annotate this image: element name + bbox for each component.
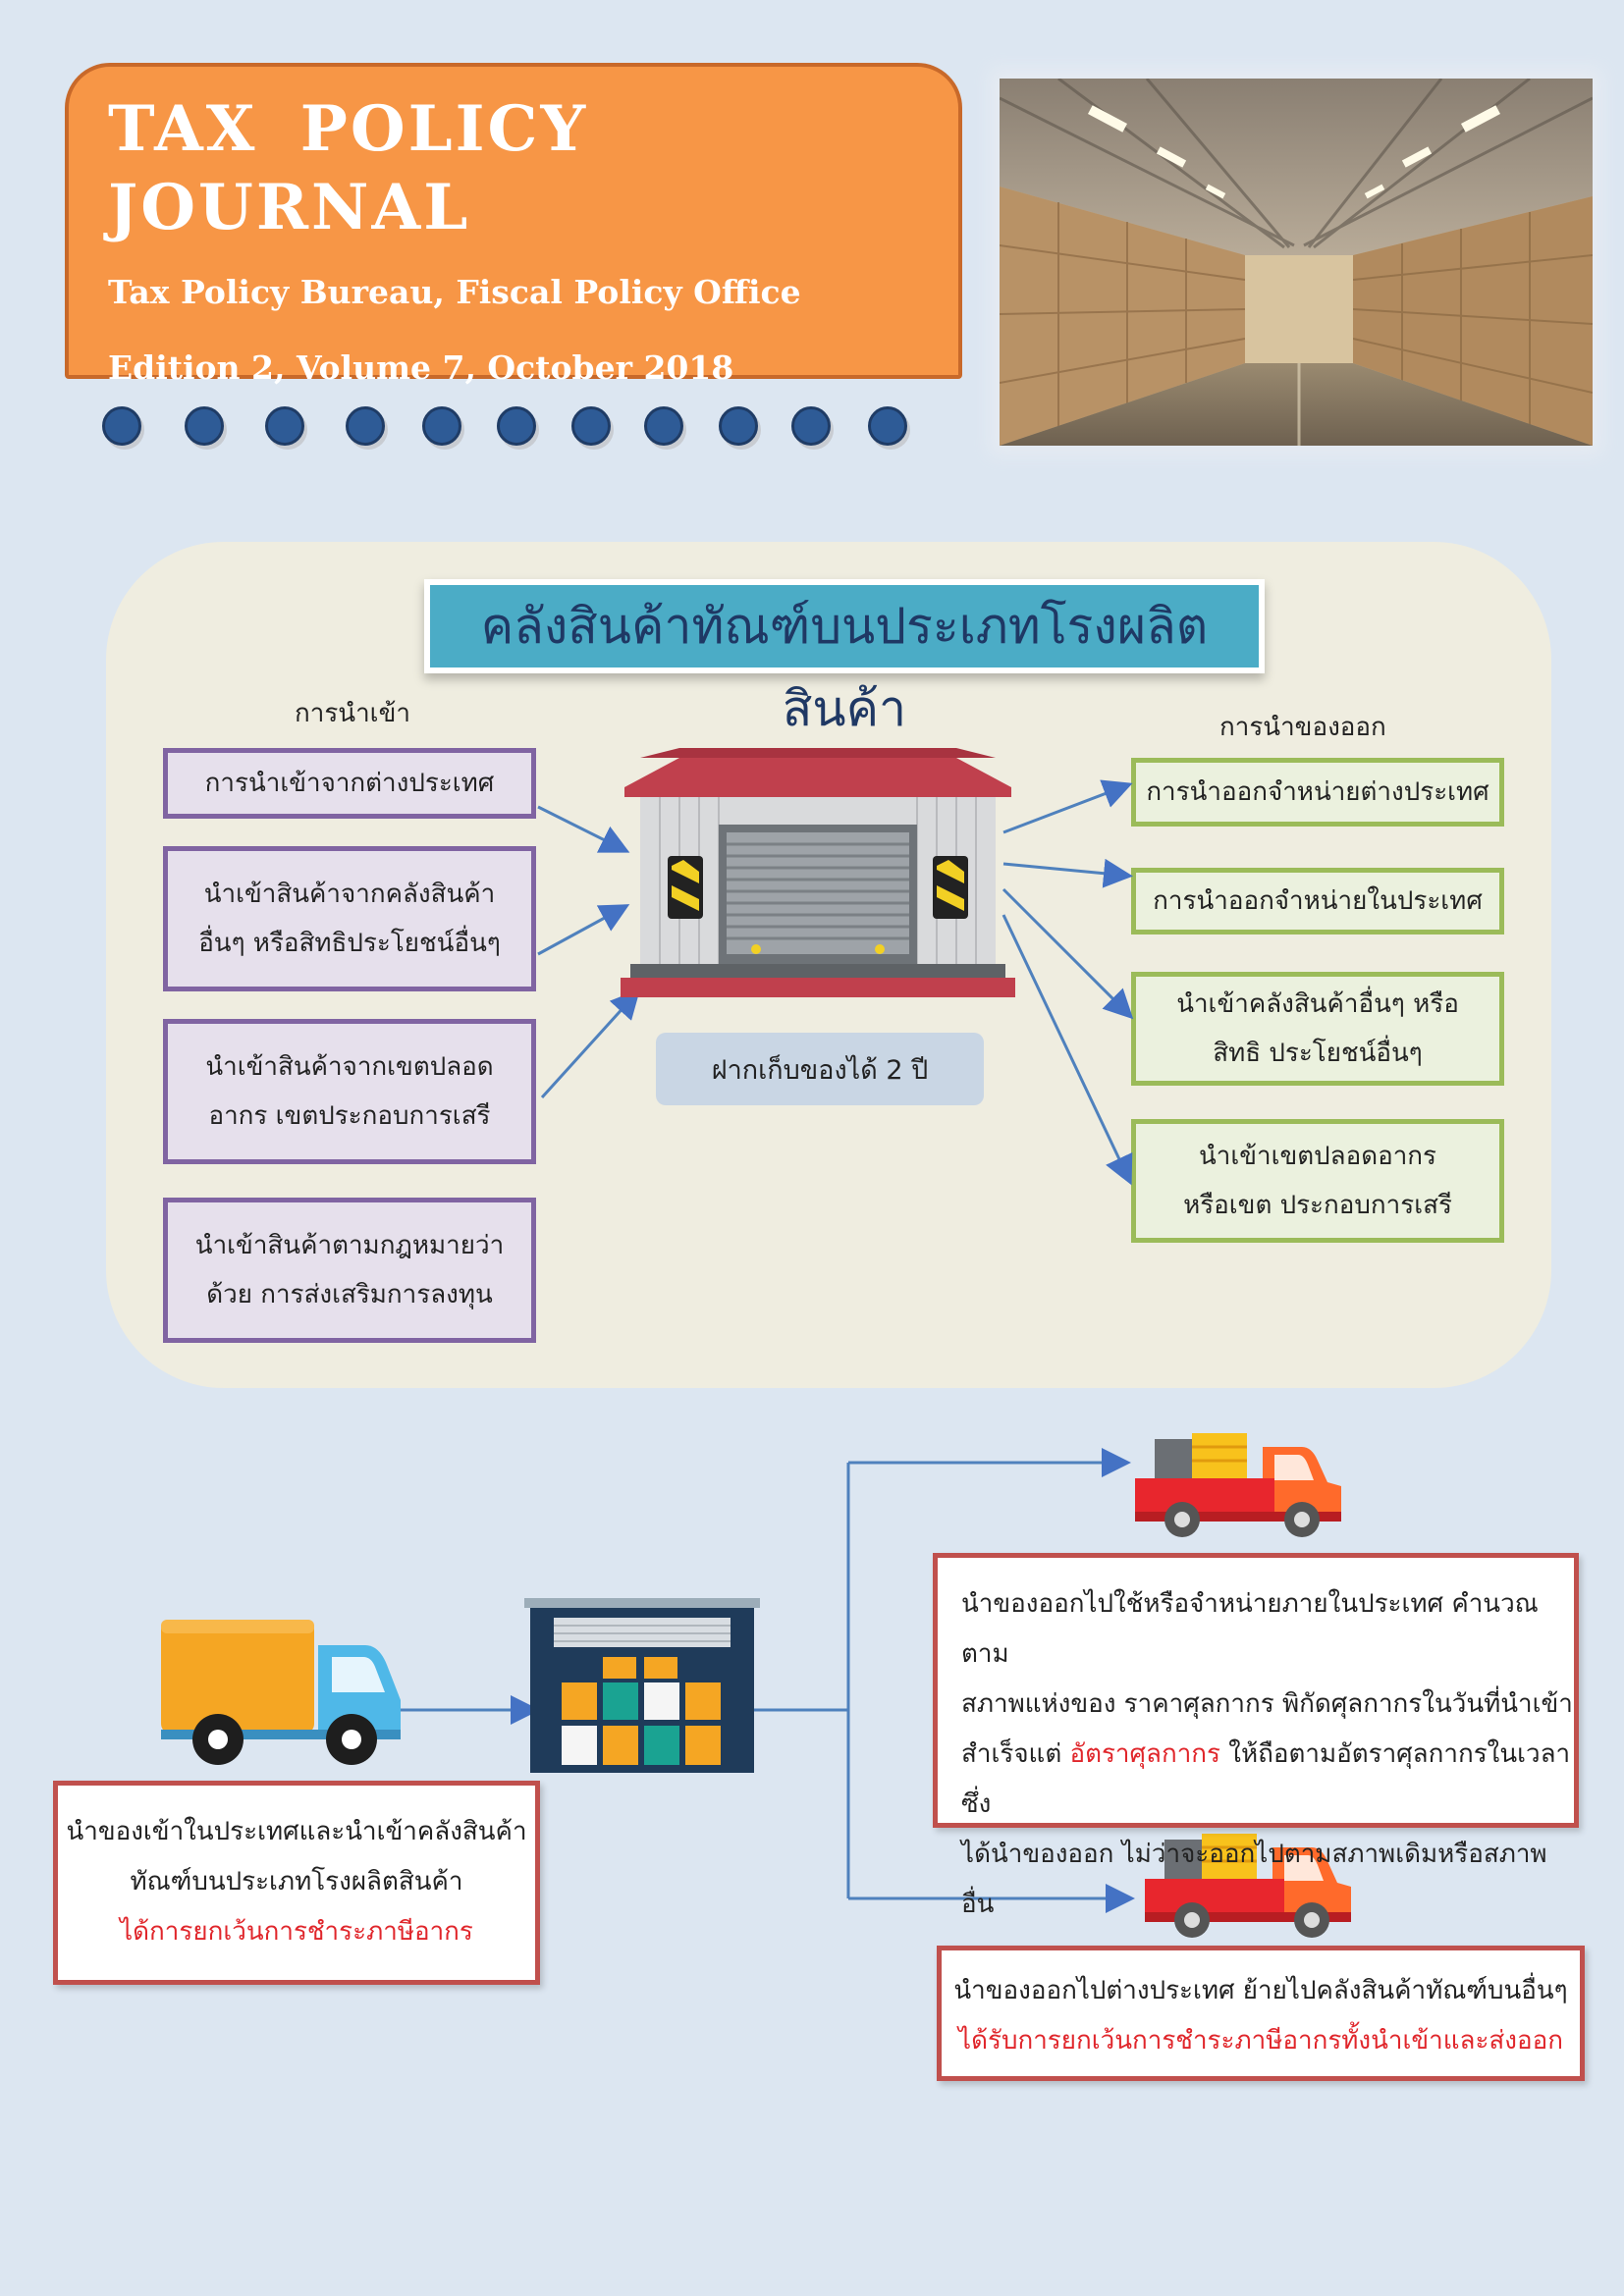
arrow-icon: [540, 988, 641, 1099]
foreign-box-line: นำของออกไปต่างประเทศ ย้ายไปคลังสินค้าทัณ…: [953, 1976, 1568, 2005]
export-heading: การนำของออก: [1219, 713, 1386, 742]
journal-title: TAX POLICY JOURNAL: [108, 92, 589, 244]
storage-period-label: ฝากเก็บของได้ 2 ปี: [656, 1033, 984, 1105]
arrow-icon: [537, 904, 630, 956]
journal-subtitle: Tax Policy Bureau, Fiscal Policy Office: [108, 273, 801, 311]
import-item-label: นำเข้าสินค้าจากคลังสินค้าอื่นๆ หรือสิทธิ…: [198, 880, 501, 958]
dot-icon: [719, 406, 758, 446]
delivery-truck-icon: [161, 1620, 401, 1765]
panel-arrows: [537, 779, 1134, 1186]
import-item-label: นำเข้าสินค้าจากเขตปลอดอากร เขตประกอบการเ…: [205, 1052, 494, 1131]
dot-icon: [265, 406, 304, 446]
export-item-label: นำเข้าเขตปลอดอากร หรือเขต ประกอบการเสรี: [1183, 1142, 1452, 1220]
arrow-icon: [537, 805, 630, 853]
pickup-truck-icon: [1135, 1433, 1341, 1537]
arrow-icon: [1001, 914, 1133, 1186]
journal-edition: Edition 2, Volume 7, October 2018: [108, 348, 734, 387]
dot-icon: [868, 406, 907, 446]
import-item-free-zone: นำเข้าสินค้าจากเขตปลอดอากร เขตประกอบการเ…: [163, 1019, 536, 1164]
import-item-other-warehouse: นำเข้าสินค้าจากคลังสินค้าอื่นๆ หรือสิทธิ…: [163, 846, 536, 991]
import-exemption-box: นำของเข้าในประเทศและนำเข้าคลังสินค้า ทัณ…: [53, 1781, 540, 1985]
flow-arrows: [397, 1448, 1135, 1913]
container-warehouse-icon: [524, 1598, 760, 1773]
dot-icon: [422, 406, 461, 446]
dot-icon: [644, 406, 683, 446]
export-item-free-zone: นำเข้าเขตปลอดอากร หรือเขต ประกอบการเสรี: [1131, 1119, 1504, 1243]
warehouse-icon: [621, 748, 1015, 997]
export-item-label: นำเข้าคลังสินค้าอื่นๆ หรือสิทธิ ประโยชน์…: [1176, 989, 1459, 1068]
import-box-line: ทัณฑ์บนประเภทโรงผลิตสินค้า: [130, 1867, 463, 1896]
domestic-sale-box: นำของออกไปใช้หรือจำหน่ายภายในประเทศ คำนว…: [933, 1553, 1579, 1919]
customs-rate-highlight: อัตราศุลกากร: [1069, 1739, 1221, 1769]
import-item-foreign: การนำเข้าจากต่างประเทศ: [163, 748, 536, 819]
import-item-label: การนำเข้าจากต่างประเทศ: [204, 769, 495, 798]
import-heading: การนำเข้า: [295, 699, 410, 728]
import-box-line: นำของเข้าในประเทศและนำเข้าคลังสินค้า: [66, 1817, 527, 1846]
warehouse-photo-icon: [1000, 79, 1593, 446]
domestic-box-line: นำของออกไปใช้หรือจำหน่ายภายในประเทศ คำนว…: [961, 1589, 1539, 1669]
import-item-investment-promotion: นำเข้าสินค้าตามกฎหมายว่าด้วย การส่งเสริม…: [163, 1198, 536, 1343]
import-item-label: นำเข้าสินค้าตามกฎหมายว่าด้วย การส่งเสริม…: [194, 1231, 505, 1309]
dot-icon: [497, 406, 536, 446]
foreign-box-highlight: ได้รับการยกเว้นการชำระภาษีอากรทั้งนำเข้า…: [958, 2026, 1563, 2056]
panel-title: คลังสินค้าทัณฑ์บนประเภทโรงผลิตสินค้า: [424, 579, 1265, 737]
dot-icon: [571, 406, 611, 446]
decorative-dots: [102, 406, 917, 446]
export-item-label: การนำออกจำหน่ายในประเทศ: [1153, 886, 1483, 916]
dot-icon: [791, 406, 831, 446]
journal-header: TAX POLICY JOURNAL Tax Policy Bureau, Fi…: [65, 63, 962, 387]
export-item-other-warehouse: นำเข้าคลังสินค้าอื่นๆ หรือสิทธิ ประโยชน์…: [1131, 972, 1504, 1086]
domestic-box-text: สำเร็จแต่: [961, 1739, 1070, 1769]
dot-icon: [346, 406, 385, 446]
domestic-box-text: ให้ถือตามอัตราศุลกากรในเวลาซึ่ง: [961, 1739, 1571, 1819]
domestic-box-line: ได้นำของออก ไม่ว่าจะออกไปตามสภาพเดิมหรือ…: [961, 1840, 1547, 1919]
domestic-box-line-3: สำเร็จแต่ อัตราศุลกากร ให้ถือตามอัตราศุล…: [961, 1730, 1574, 1830]
foreign-export-box: นำของออกไปต่างประเทศ ย้ายไปคลังสินค้าทัณ…: [937, 1946, 1585, 2081]
pickup-truck-icon: [1145, 1834, 1351, 1938]
import-box-highlight: ได้การยกเว้นการชำระภาษีอากร: [120, 1917, 473, 1947]
export-item-label: การนำออกจำหน่ายต่างประเทศ: [1146, 777, 1489, 807]
export-item-foreign-sale: การนำออกจำหน่ายต่างประเทศ: [1131, 758, 1504, 827]
arrow-icon: [1002, 779, 1133, 834]
arrow-icon: [1002, 858, 1133, 888]
domestic-box-line: สภาพแห่งของ ราคาศุลกากร พิกัดศุลกากรในวั…: [961, 1689, 1573, 1719]
dot-icon: [185, 406, 224, 446]
arrow-icon: [1001, 887, 1134, 1020]
dot-icon: [102, 406, 141, 446]
warehouse-photo: [1000, 79, 1593, 446]
export-item-domestic-sale: การนำออกจำหน่ายในประเทศ: [1131, 868, 1504, 934]
